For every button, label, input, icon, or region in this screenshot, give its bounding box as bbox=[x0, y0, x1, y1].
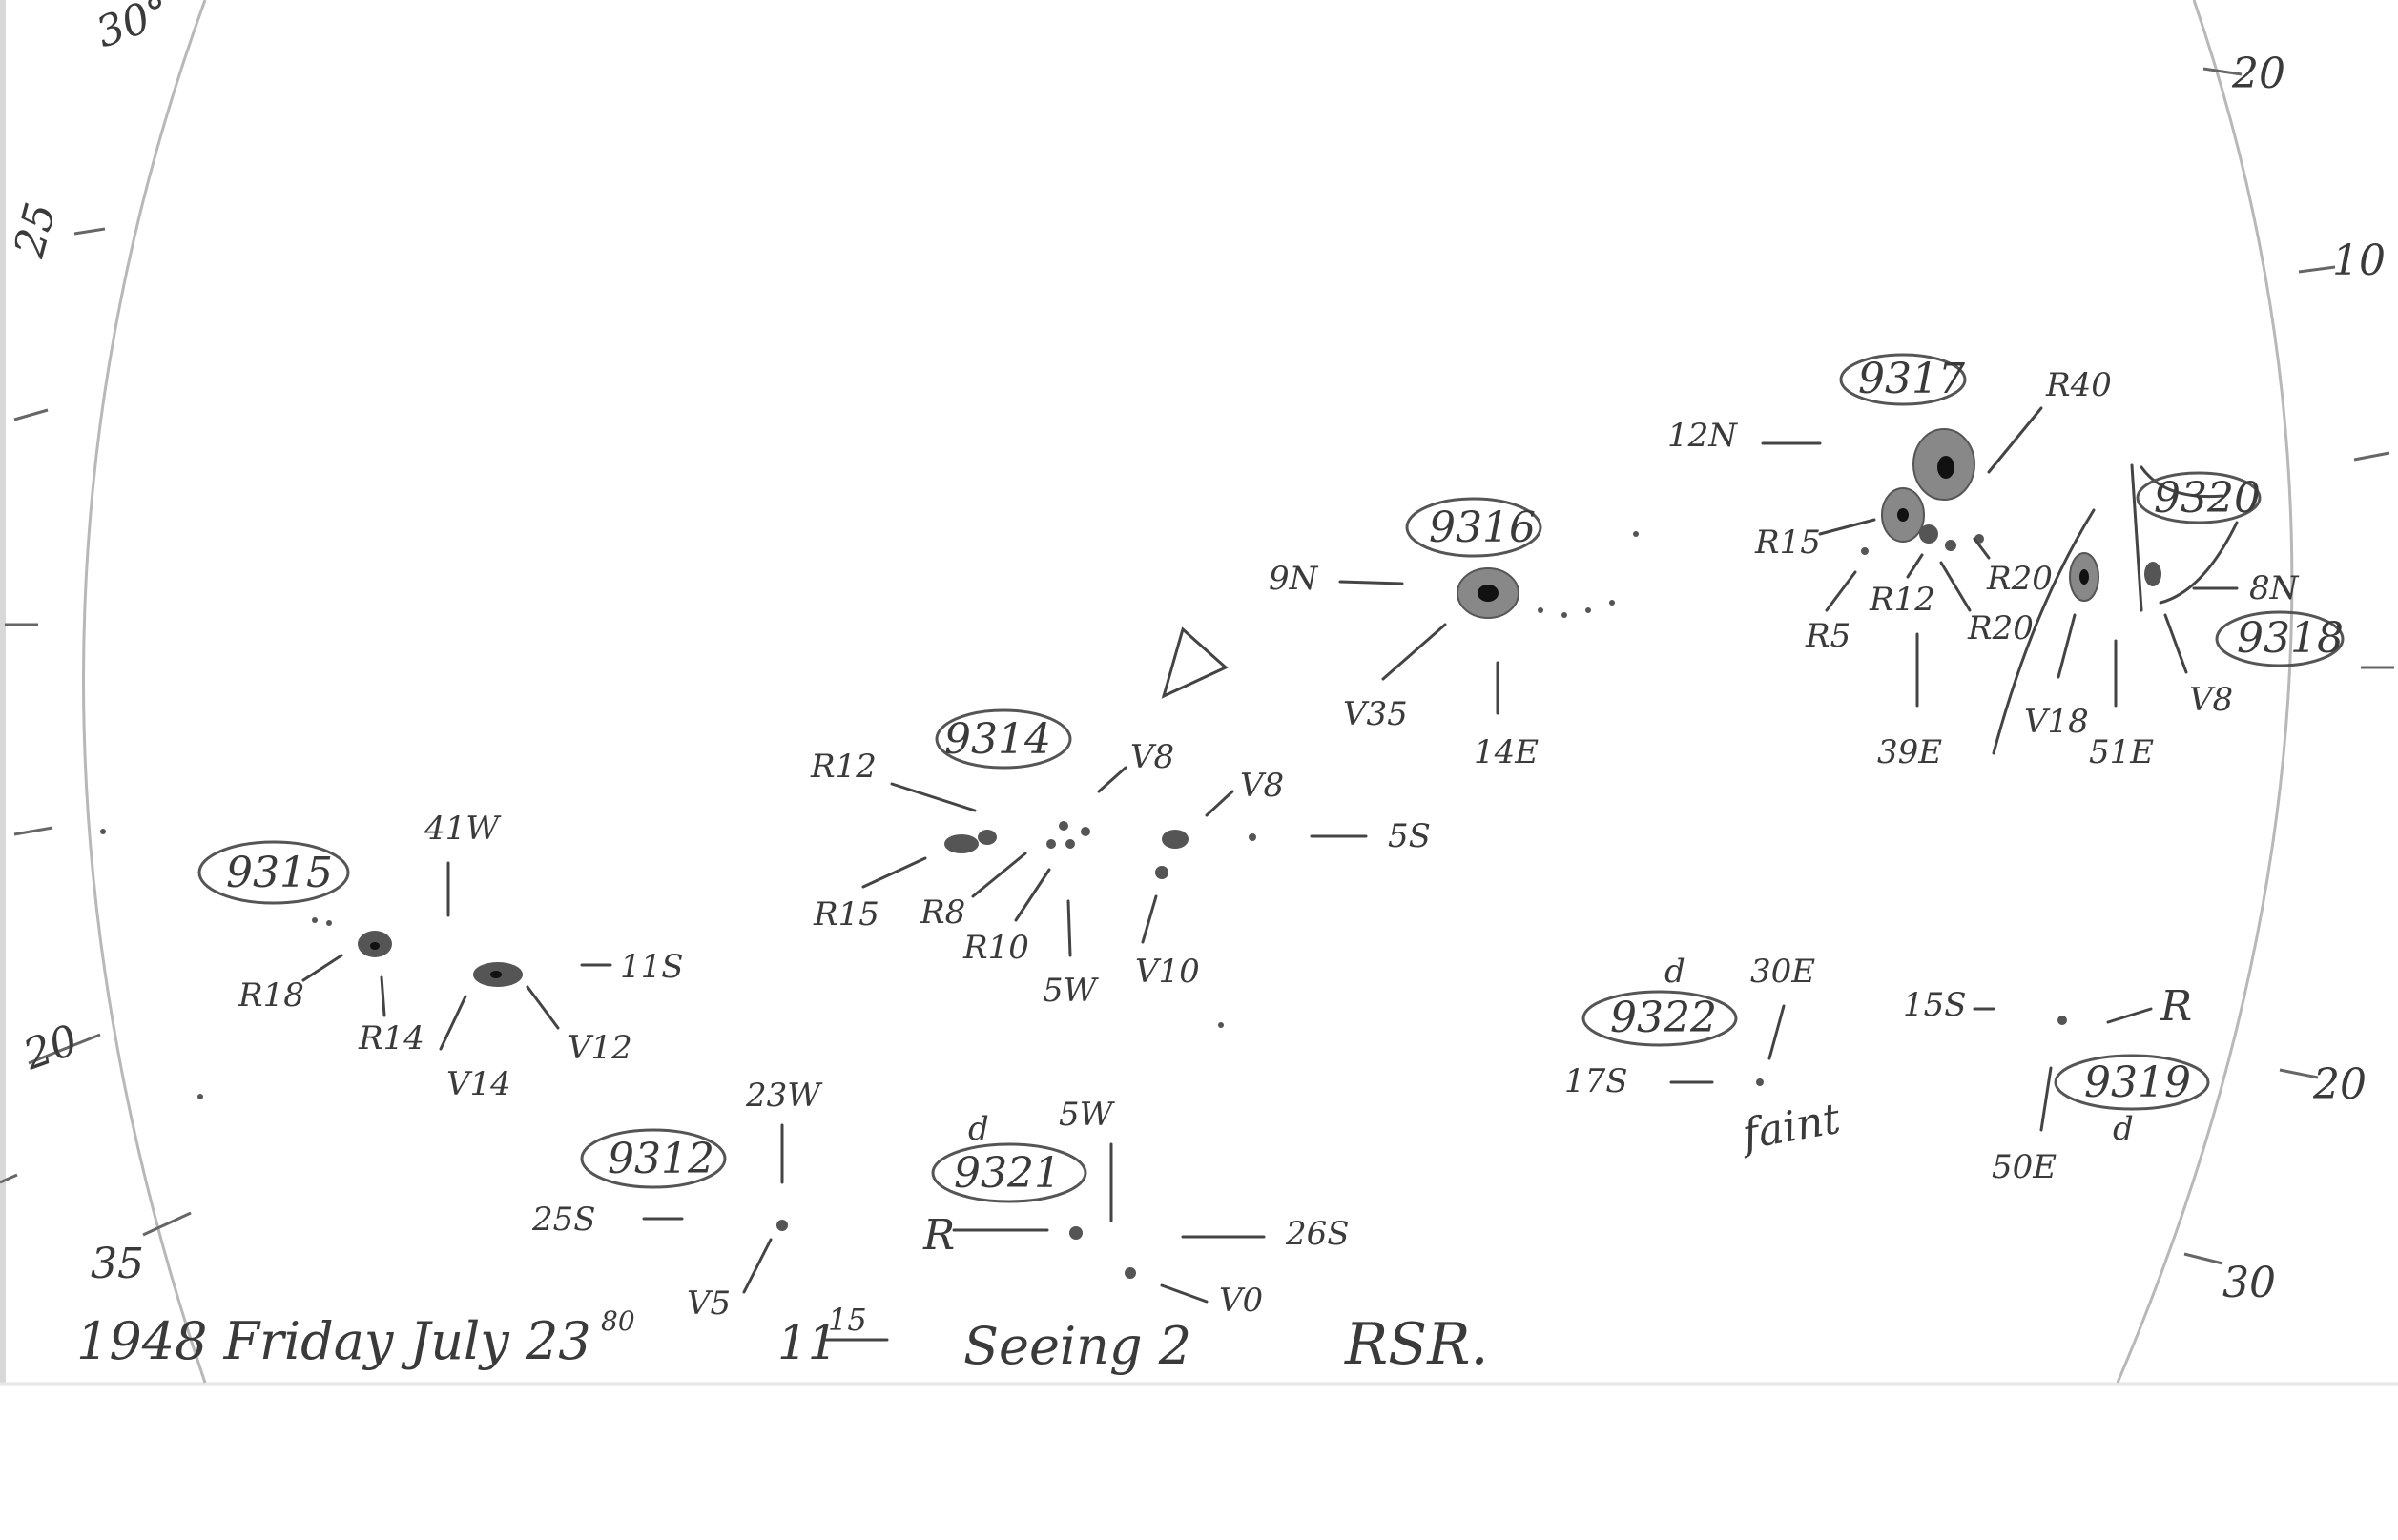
label-r40: R40 bbox=[2045, 366, 2112, 404]
label-17s: 17S bbox=[1564, 1062, 1628, 1100]
label-14e: 14E bbox=[1474, 733, 1539, 771]
limb-mark-10-right: 10 bbox=[2332, 236, 2386, 285]
label-v35: V35 bbox=[1343, 695, 1408, 733]
label-51e: 51E bbox=[2089, 733, 2154, 771]
label-v12: V12 bbox=[568, 1029, 632, 1067]
label-50e: 50E bbox=[1992, 1148, 2057, 1186]
label-41w: 41W bbox=[424, 810, 502, 848]
label-v8-9320: V8 bbox=[2189, 681, 2233, 719]
group-9321: 9321 d 5W R 26S V0 bbox=[922, 1096, 1350, 1320]
group-id-9312: 9312 bbox=[608, 1135, 714, 1183]
label-v5: V5 bbox=[687, 1284, 731, 1323]
stray-dots bbox=[100, 531, 1639, 1099]
right-limb-ticks bbox=[2183, 67, 2394, 1265]
group-id-9319: 9319 bbox=[2084, 1058, 2191, 1107]
label-30e: 30E bbox=[1750, 953, 1815, 991]
footer-time-hour: 11 bbox=[777, 1315, 838, 1370]
group-id-9322: 9322 bbox=[1610, 994, 1717, 1042]
group-id-9314: 9314 bbox=[944, 715, 1051, 764]
solar-limb-left bbox=[82, 0, 207, 1384]
label-v18: V18 bbox=[2024, 703, 2089, 741]
label-r12-9317: R12 bbox=[1869, 581, 1935, 619]
group-id-9320: 9320 bbox=[2154, 474, 2261, 523]
label-r12-9314: R12 bbox=[810, 748, 877, 786]
label-12n: 12N bbox=[1667, 417, 1738, 455]
group-9319: 9319 15S R 50E d bbox=[1903, 982, 2210, 1186]
group-9312: 9312 23W 25S V5 bbox=[531, 1077, 823, 1323]
footer-sup-80: 80 bbox=[601, 1305, 635, 1337]
limb-mark-20-top-right: 20 bbox=[2231, 50, 2285, 98]
solar-limb-right bbox=[2116, 0, 2294, 1384]
label-5w-9321: 5W bbox=[1059, 1096, 1116, 1134]
label-v8-b: V8 bbox=[1240, 767, 1284, 805]
footer-time-minutes: 15 bbox=[828, 1302, 867, 1338]
group-9314: 9314 R12 R15 R8 R10 5W V10 V8 V8 5S bbox=[810, 708, 1431, 1010]
observation-footer: 1948 Friday July 23 80 11 15 Seeing 2 RS… bbox=[76, 1302, 1489, 1378]
group-9316: 9316 9N V35 14E bbox=[1269, 497, 1615, 771]
label-r18: R18 bbox=[238, 976, 304, 1015]
group-9317: 9317 12N R40 R15 R5 R12 R20 R20 39E bbox=[1667, 353, 2112, 771]
label-39e: 39E bbox=[1877, 733, 1942, 771]
label-r8: R8 bbox=[920, 893, 965, 932]
label-r-9321: R bbox=[922, 1211, 955, 1260]
label-d-9319: d bbox=[2113, 1110, 2134, 1148]
label-15s: 15S bbox=[1903, 986, 1967, 1024]
group-id-9316: 9316 bbox=[1429, 503, 1536, 552]
label-v10: V10 bbox=[1135, 953, 1200, 991]
pointer-triangle bbox=[1161, 626, 1229, 699]
group-id-9317: 9317 bbox=[1858, 355, 1965, 403]
label-r14: R14 bbox=[358, 1019, 424, 1057]
label-r15-9314: R15 bbox=[813, 895, 879, 934]
label-5s: 5S bbox=[1388, 817, 1431, 855]
group-9318: 9318 bbox=[2215, 610, 2345, 667]
label-5w-9314: 5W bbox=[1043, 972, 1100, 1010]
limb-mark-35: 35 bbox=[91, 1240, 144, 1288]
label-8n: 8N bbox=[2249, 569, 2300, 607]
limb-mark-20-bottom-right: 20 bbox=[2312, 1060, 2367, 1109]
label-11s: 11S bbox=[620, 948, 684, 986]
scan-edge-left bbox=[0, 0, 6, 1383]
label-r20-b: R20 bbox=[1967, 609, 2034, 647]
label-d-9321: d bbox=[968, 1110, 989, 1148]
label-r-9319: R bbox=[2160, 982, 2192, 1031]
footer-seeing: Seeing 2 bbox=[963, 1316, 1191, 1376]
group-9320: 9320 8N V18 51E V8 bbox=[1992, 463, 2300, 771]
group-id-9321: 9321 bbox=[954, 1149, 1061, 1198]
label-r20-a: R20 bbox=[1986, 560, 2053, 598]
label-9n: 9N bbox=[1269, 560, 1319, 598]
label-r15-9317: R15 bbox=[1754, 524, 1821, 562]
group-id-9318: 9318 bbox=[2237, 614, 2344, 663]
left-limb-ticks bbox=[0, 227, 192, 1237]
label-d-9322: d bbox=[1664, 953, 1685, 991]
label-r10: R10 bbox=[962, 929, 1029, 967]
group-id-9315: 9315 bbox=[226, 849, 333, 897]
label-v8-a: V8 bbox=[1130, 738, 1174, 776]
label-26s: 26S bbox=[1285, 1215, 1350, 1253]
group-9315: 9315 41W 11S R18 R14 V14 V12 bbox=[197, 810, 684, 1103]
label-25s: 25S bbox=[531, 1201, 596, 1239]
paper bbox=[0, 0, 2398, 1383]
footer-initials: RSR. bbox=[1344, 1311, 1489, 1378]
footer-date: 1948 Friday July 23 bbox=[76, 1311, 591, 1371]
label-r5: R5 bbox=[1805, 617, 1850, 655]
label-v0: V0 bbox=[1219, 1282, 1263, 1320]
label-23w: 23W bbox=[745, 1077, 823, 1115]
label-v14: V14 bbox=[446, 1065, 511, 1103]
limb-mark-30-right: 30 bbox=[2222, 1259, 2276, 1307]
